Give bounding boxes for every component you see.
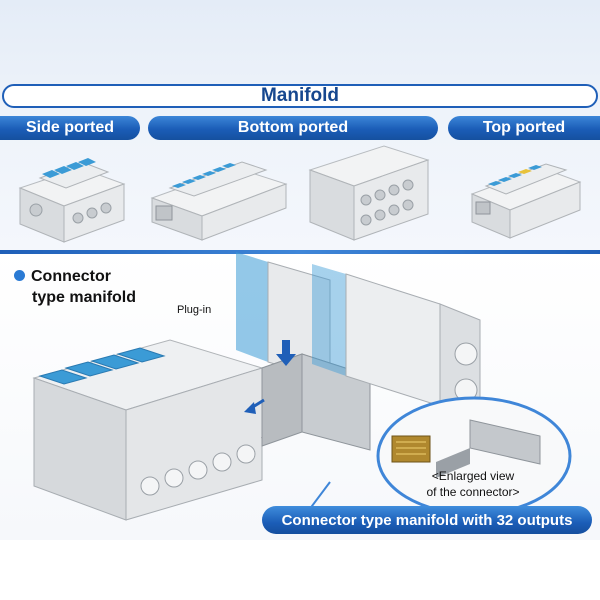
enlarged-label-line-2: of the connector>	[426, 485, 520, 499]
title-line-2: type manifold	[32, 289, 137, 306]
connector-manifold-scene	[32, 252, 572, 523]
bottom-ported-manifold-tall-image	[308, 145, 430, 241]
top-ported-text: Top ported	[482, 119, 566, 136]
side-ported-text: Side ported	[25, 119, 114, 136]
manifold-title: Manifold	[260, 85, 340, 106]
title-line-1: Connector	[31, 268, 111, 285]
bottom-ported-text: Bottom ported	[237, 119, 349, 136]
connector-outputs-banner: Connector type manifold with 32 outputs	[262, 506, 592, 534]
manifold-title-bar: Manifold	[2, 84, 598, 108]
connector-outputs-text: Connector type manifold with 32 outputs	[281, 511, 573, 529]
side-ported-label: Side ported	[0, 116, 140, 140]
top-ported-label: Top ported	[448, 116, 600, 140]
bottom-ported-label: Bottom ported	[148, 116, 438, 140]
enlarged-connector-view	[376, 396, 572, 516]
bullet-dot-icon	[14, 270, 25, 281]
bottom-ported-manifold-image	[150, 161, 288, 241]
enlarged-view-label: <Enlarged view of the connector>	[398, 468, 548, 500]
large-connector-manifold	[32, 339, 281, 521]
enlarged-label-line-1: <Enlarged view	[431, 469, 515, 483]
rear-connector-manifold	[312, 264, 481, 423]
plug-in-label: Plug-in	[177, 304, 212, 316]
side-ported-manifold-image	[18, 158, 126, 243]
connector-section-title: Connector type manifold	[14, 266, 136, 308]
top-ported-manifold-image	[470, 163, 582, 239]
